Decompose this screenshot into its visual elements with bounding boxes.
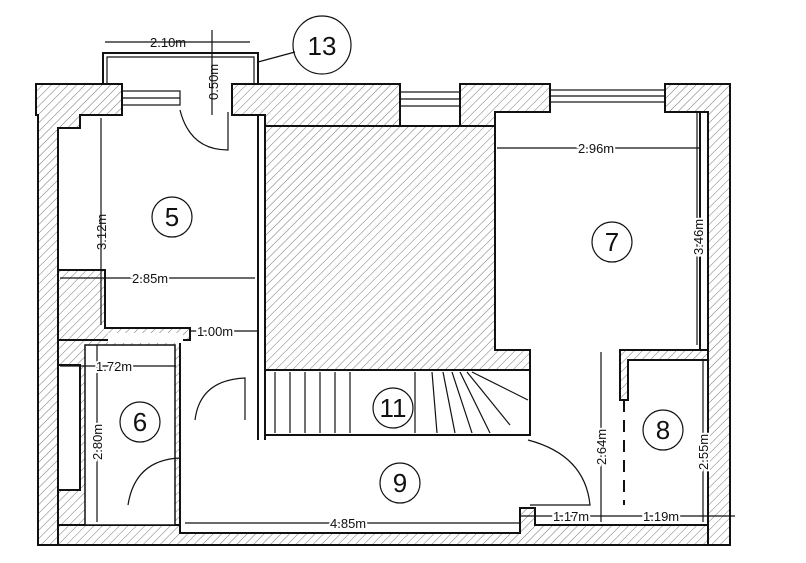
- wall-top-right: [459, 83, 551, 127]
- dimension-labels: 2.10m 0.50m 3.12m 2.85m 1.00m 2.96m 3.46…: [88, 35, 713, 533]
- dim-room8-height: 2.55m: [696, 434, 711, 470]
- room-label-5: 5: [165, 202, 179, 232]
- dim-hall-width: 4.85m: [330, 516, 366, 531]
- room-label-9: 9: [393, 468, 407, 498]
- dim-room7-width: 2.96m: [578, 141, 614, 156]
- dim-room6-width: 1.72m: [96, 359, 132, 374]
- balcony: [102, 52, 259, 84]
- doors: [127, 109, 591, 506]
- room-label-7: 7: [605, 227, 619, 257]
- dim-room5-width: 2.85m: [132, 271, 168, 286]
- dimension-lines: [60, 30, 735, 524]
- room-label-6: 6: [133, 407, 147, 437]
- wall-room5-left: [57, 269, 191, 341]
- room-label-13: 13: [308, 31, 337, 61]
- dim-niche-width: 1.17m: [553, 509, 589, 524]
- dim-room8-width: 1.19m: [643, 509, 679, 524]
- central-block: [264, 125, 531, 371]
- room-label-11: 11: [380, 393, 407, 423]
- dim-room5-height: 3.12m: [94, 214, 109, 250]
- dim-room6-height: 2.80m: [90, 424, 105, 460]
- dim-passage-width: 1.00m: [197, 324, 233, 339]
- windows: [121, 89, 666, 107]
- dim-balcony-width: 2.10m: [150, 35, 186, 50]
- room-label-8: 8: [656, 415, 670, 445]
- wall-room8: [619, 349, 709, 401]
- room-labels: 13 5 7 6 11 9 8: [119, 15, 684, 504]
- wall-bottom: [57, 507, 709, 546]
- dim-balcony-depth: 0.50m: [206, 64, 221, 100]
- stairs: [264, 369, 531, 436]
- dim-room7-height: 3.46m: [691, 219, 706, 255]
- dim-hall-height: 2.64m: [594, 429, 609, 465]
